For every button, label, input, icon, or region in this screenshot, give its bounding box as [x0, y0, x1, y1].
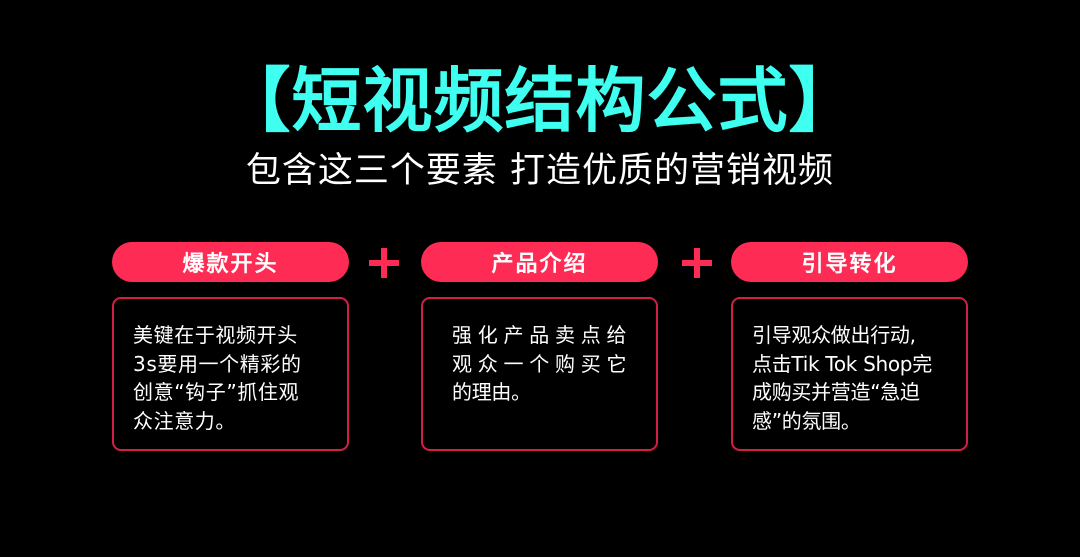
step-conversion-description: 引导观众做出行动, 点击Tik Tok Shop完 成购买并营造“急迫 感”的氛…: [752, 323, 932, 433]
step-product-label-pill: 产品介绍: [421, 242, 658, 282]
page-title: 【短视频结构公式】: [220, 60, 860, 142]
step-conversion-label: 引导转化: [801, 252, 898, 277]
step-product-card: 强 化 产 品 卖 点 给 观 众 一 个 购 买 它 的理由。: [421, 297, 658, 451]
step-hook-description: 美键在于视频开头 3s要用一个精彩的 创意“钩子”抓住观 众注意力。: [133, 323, 302, 433]
step-product-label: 产品介绍: [491, 252, 588, 277]
plus-icon: [682, 248, 712, 278]
step-conversion-card: 引导观众做出行动, 点击Tik Tok Shop完 成购买并营造“急迫 感”的氛…: [731, 297, 968, 451]
step-conversion: 引导转化 引导观众做出行动, 点击Tik Tok Shop完 成购买并营造“急迫…: [731, 242, 968, 451]
plus-icon: [369, 248, 399, 278]
step-hook-label-pill: 爆款开头: [112, 242, 349, 282]
page-subtitle: 包含这三个要素 打造优质的营销视频: [245, 151, 835, 191]
step-hook: 爆款开头 美键在于视频开头 3s要用一个精彩的 创意“钩子”抓住观 众注意力。: [112, 242, 349, 451]
step-hook-card: 美键在于视频开头 3s要用一个精彩的 创意“钩子”抓住观 众注意力。: [112, 297, 349, 451]
step-product: 产品介绍 强 化 产 品 卖 点 给 观 众 一 个 购 买 它 的理由。: [421, 242, 658, 451]
step-product-description: 强 化 产 品 卖 点 给 观 众 一 个 购 买 它 的理由。: [452, 323, 627, 404]
step-hook-label: 爆款开头: [182, 252, 279, 277]
step-conversion-label-pill: 引导转化: [731, 242, 968, 282]
